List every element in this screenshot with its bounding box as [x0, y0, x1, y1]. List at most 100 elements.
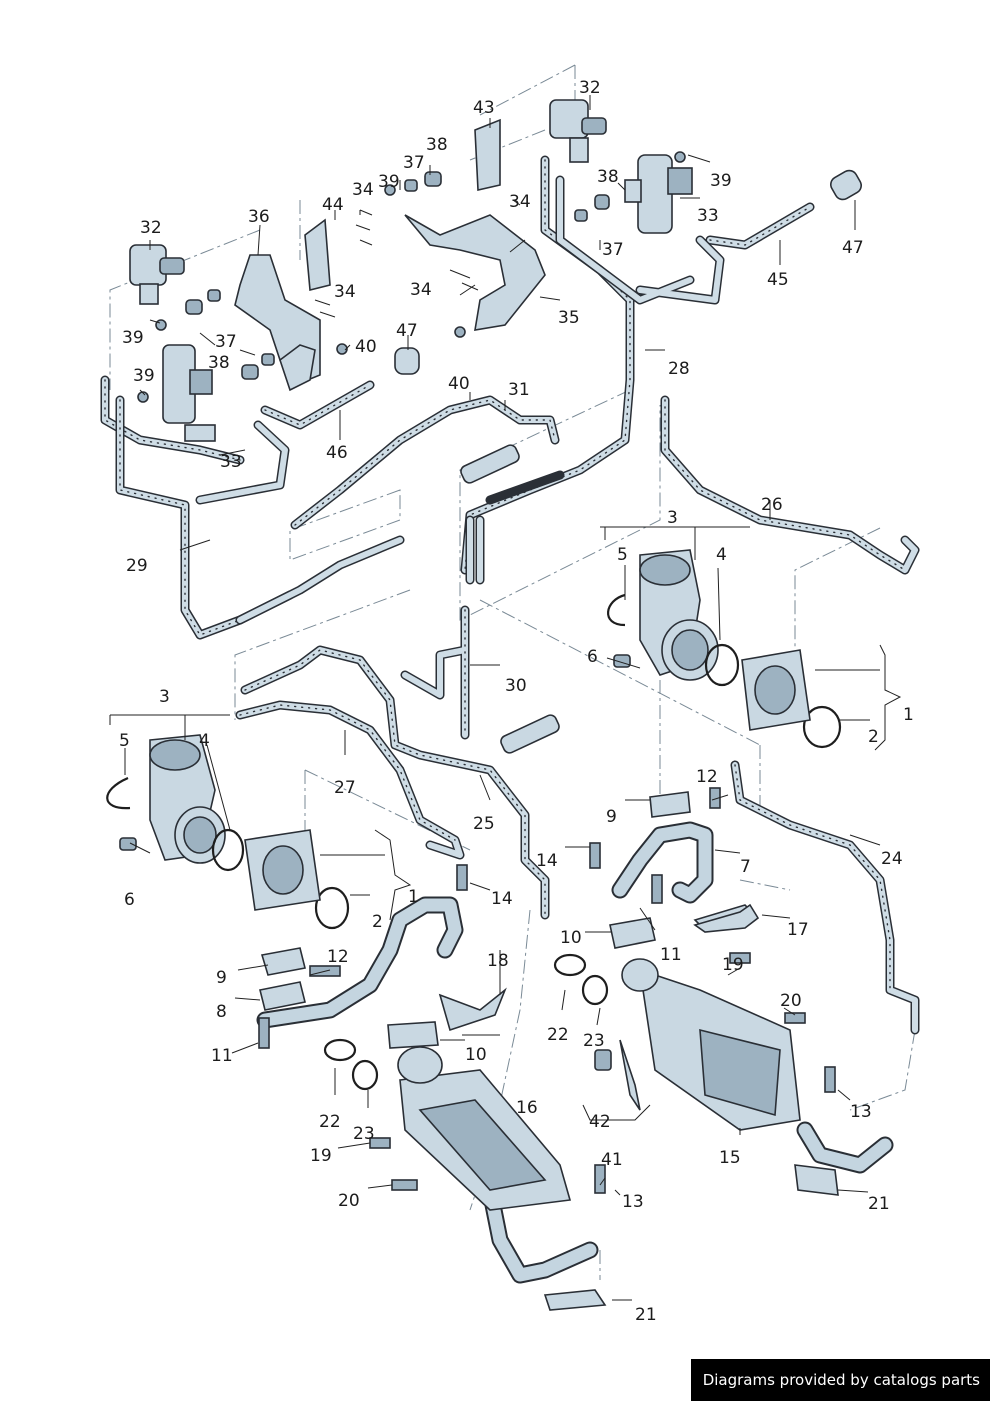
callout: 38: [597, 167, 619, 187]
watermark-banner: Diagrams provided by catalogs parts: [690, 1359, 990, 1401]
callout: 38: [426, 135, 448, 155]
callout: 5: [119, 731, 130, 751]
callout: 28: [668, 359, 690, 379]
callout: 37: [602, 240, 624, 260]
callout: 10: [465, 1045, 487, 1065]
callout: 19: [722, 955, 744, 975]
bracket-43: [474, 118, 501, 191]
callout: 44: [322, 195, 344, 215]
callout: 27: [334, 778, 356, 798]
callout: 12: [696, 767, 718, 787]
callout: 43: [473, 98, 495, 118]
bracket-35: [404, 214, 546, 331]
solenoid-valve-top: [549, 99, 607, 163]
callout-labels: 1 1 2 2 3 3 4 4 5 5 6 6 7 8 9 9 10 10 11…: [119, 78, 914, 1325]
vacuum-hoses: [100, 155, 920, 1035]
callout: 22: [319, 1112, 341, 1132]
callout: 22: [547, 1025, 569, 1045]
callout: 6: [124, 890, 135, 910]
callout: 33: [697, 206, 719, 226]
callout: 39: [122, 328, 144, 348]
callout: 3: [159, 687, 170, 707]
callout: 42: [589, 1112, 611, 1132]
bracket-44: [304, 218, 331, 292]
callout: 3: [667, 508, 678, 528]
callout: 13: [622, 1192, 644, 1212]
callout: 4: [199, 731, 210, 751]
callout: 30: [505, 676, 527, 696]
callout: 21: [868, 1194, 890, 1214]
callout: 24: [881, 849, 903, 869]
clamps-and-bolts: [119, 654, 836, 1194]
solenoid-valve-left: [129, 244, 185, 305]
callout: 39: [710, 171, 732, 191]
callout: 45: [767, 270, 789, 290]
callout: 20: [780, 991, 802, 1011]
callout: 16: [516, 1098, 538, 1118]
callout: 7: [740, 857, 751, 877]
callout: 14: [536, 851, 558, 871]
callout: 29: [126, 556, 148, 576]
callout: 39: [133, 366, 155, 386]
callout: 46: [326, 443, 348, 463]
callout: 39: [378, 172, 400, 192]
pressure-converter-right: [624, 154, 693, 234]
callout: 34: [352, 180, 374, 200]
callout: 19: [310, 1146, 332, 1166]
callout: 5: [617, 545, 628, 565]
callout: 40: [448, 374, 470, 394]
callout: 32: [140, 218, 162, 238]
callout: 4: [716, 545, 727, 565]
filter-47: [394, 169, 862, 375]
egr-cooler-left: [397, 1046, 572, 1211]
callout: 33: [220, 452, 242, 472]
callout: 6: [587, 647, 598, 667]
t-connectors: [460, 444, 560, 754]
egr-cooler-right: [621, 958, 801, 1131]
egr-pipes: [256, 821, 894, 1284]
callout: 26: [761, 495, 783, 515]
callout: 11: [211, 1046, 233, 1066]
bracket-17: [693, 903, 760, 933]
callout: 1: [903, 705, 914, 725]
callout: 38: [208, 353, 230, 373]
callout: 2: [868, 727, 879, 747]
callout: 11: [660, 945, 682, 965]
callout: 47: [396, 321, 418, 341]
callout: 10: [560, 928, 582, 948]
callout: 37: [403, 153, 425, 173]
callout: 13: [850, 1102, 872, 1122]
callout: 23: [353, 1124, 375, 1144]
callout: 25: [473, 814, 495, 834]
bracket-36: [234, 254, 321, 392]
callout: 35: [558, 308, 580, 328]
callout: 47: [842, 238, 864, 258]
small-fittings: [137, 151, 686, 403]
callout: 14: [491, 889, 513, 909]
callout: 34: [334, 282, 356, 302]
callout: 12: [327, 947, 349, 967]
callout: 8: [216, 1002, 227, 1022]
callout: 34: [509, 192, 531, 212]
callout: 15: [719, 1148, 741, 1168]
egr-valve-left: [106, 734, 350, 930]
callout: 2: [372, 912, 383, 932]
callout: 41: [601, 1150, 623, 1170]
callout: 1: [408, 887, 419, 907]
callout: 20: [338, 1191, 360, 1211]
callout: 18: [487, 951, 509, 971]
callout: 40: [355, 337, 377, 357]
callout: 17: [787, 920, 809, 940]
egr-valve-right: [607, 549, 842, 749]
callout: 9: [606, 807, 617, 827]
callout: 9: [216, 968, 227, 988]
callout: 34: [410, 280, 432, 300]
gaskets: [259, 791, 839, 1311]
leader-lines: [109, 95, 902, 1301]
callout: 31: [508, 380, 530, 400]
pressure-converter-left: [162, 344, 216, 442]
callout: 21: [635, 1305, 657, 1325]
callout: 37: [215, 332, 237, 352]
callout: 36: [248, 207, 270, 227]
